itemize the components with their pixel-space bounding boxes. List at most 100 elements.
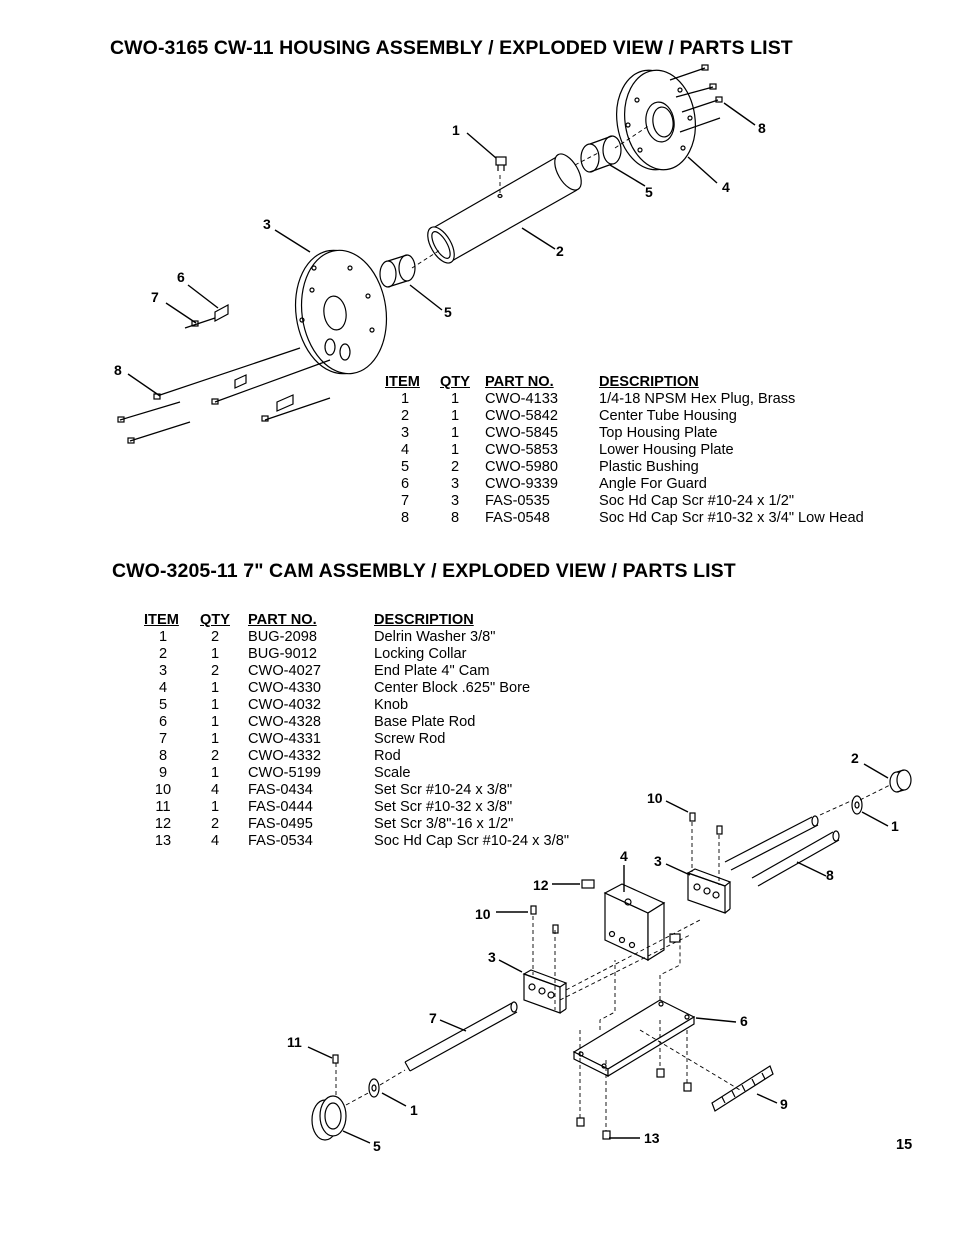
screws-item-8-left xyxy=(117,347,331,444)
callout-3-upper: 3 xyxy=(654,853,662,869)
part-number: CWO-5853 xyxy=(485,441,558,458)
housing-parts-header-row: ITEM QTY PART NO. DESCRIPTION xyxy=(385,373,864,390)
callout-4: 4 xyxy=(620,848,628,864)
quantity: 1 xyxy=(450,390,460,407)
quantity: 8 xyxy=(450,509,460,526)
description: Soc Hd Cap Scr #10-24 x 3/8" xyxy=(374,832,569,849)
header-part-no: PART NO. xyxy=(248,611,317,628)
description: End Plate 4" Cam xyxy=(374,662,490,679)
item-number: 10 xyxy=(154,781,172,798)
quantity: 4 xyxy=(210,781,220,798)
item-number: 7 xyxy=(158,730,168,747)
callout-1: 1 xyxy=(452,122,460,138)
quantity: 1 xyxy=(210,764,220,781)
callout-6: 6 xyxy=(177,269,185,285)
quantity: 1 xyxy=(210,696,220,713)
part-number: FAS-0548 xyxy=(485,509,550,526)
callout-6: 6 xyxy=(740,1013,748,1029)
header-description: DESCRIPTION xyxy=(374,611,474,628)
item-number: 3 xyxy=(158,662,168,679)
plastic-bushing-upper-drawing xyxy=(580,135,622,173)
delrin-washer-upper-drawing xyxy=(851,795,863,815)
callout-3-lower: 3 xyxy=(488,949,496,965)
quantity: 3 xyxy=(450,492,460,509)
quantity: 2 xyxy=(450,458,460,475)
quantity: 1 xyxy=(210,798,220,815)
callout-7: 7 xyxy=(429,1010,437,1026)
quantity: 2 xyxy=(210,662,220,679)
description: Top Housing Plate xyxy=(599,424,718,441)
description: Set Scr #10-24 x 3/8" xyxy=(374,781,513,798)
description: Delrin Washer 3/8" xyxy=(374,628,496,645)
description: Soc Hd Cap Scr #10-32 x 3/4" Low Head xyxy=(599,509,864,526)
rods-drawing xyxy=(724,815,840,887)
description: Soc Hd Cap Scr #10-24 x 1/2" xyxy=(599,492,794,509)
center-block-drawing xyxy=(603,883,666,962)
part-number: CWO-5842 xyxy=(485,407,558,424)
item-number: 12 xyxy=(154,815,172,832)
callout-13: 13 xyxy=(644,1130,660,1146)
part-number: CWO-4330 xyxy=(248,679,321,696)
description: Base Plate Rod xyxy=(374,713,476,730)
plastic-bushing-lower-drawing xyxy=(379,254,416,288)
part-number: FAS-0534 xyxy=(248,832,313,849)
callout-1-upper: 1 xyxy=(891,818,899,834)
part-number: CWO-5199 xyxy=(248,764,321,781)
item-number: 2 xyxy=(400,407,410,424)
callout-8: 8 xyxy=(826,867,834,883)
item-number: 8 xyxy=(158,747,168,764)
description: Center Block .625" Bore xyxy=(374,679,531,696)
set-screw-item-12-drawing xyxy=(581,879,681,943)
item-number: 8 xyxy=(400,509,410,526)
item-number: 1 xyxy=(400,390,410,407)
part-number: CWO-4027 xyxy=(248,662,321,679)
end-plate-lower-drawing xyxy=(522,969,568,1014)
part-number: CWO-4032 xyxy=(248,696,321,713)
quantity: 2 xyxy=(210,628,220,645)
description: Locking Collar xyxy=(374,645,467,662)
cam-parts-header-row: ITEM QTY PART NO. DESCRIPTION xyxy=(144,611,569,628)
quantity: 2 xyxy=(210,815,220,832)
quantity: 1 xyxy=(450,441,460,458)
screws-item-7 xyxy=(184,317,216,329)
part-number: CWO-5845 xyxy=(485,424,558,441)
part-number: CWO-4133 xyxy=(485,390,558,407)
part-number: CWO-5980 xyxy=(485,458,558,475)
quantity: 1 xyxy=(450,424,460,441)
quantity: 3 xyxy=(450,475,460,492)
callout-1-lower: 1 xyxy=(410,1102,418,1118)
description: Set Scr #10-32 x 3/8" xyxy=(374,798,513,815)
callout-5-lower: 5 xyxy=(444,304,452,320)
callout-10-upper: 10 xyxy=(647,790,663,806)
part-number: FAS-0495 xyxy=(248,815,313,832)
header-item: ITEM xyxy=(144,611,179,628)
housing-assembly-title: CWO-3165 CW-11 HOUSING ASSEMBLY / EXPLOD… xyxy=(110,37,793,59)
part-number: FAS-0535 xyxy=(485,492,550,509)
cap-screws-item-13-drawing xyxy=(576,1068,692,1140)
quantity: 2 xyxy=(210,747,220,764)
header-qty: QTY xyxy=(200,611,230,628)
screw-rod-drawing xyxy=(404,1001,518,1072)
center-tube-housing-drawing xyxy=(427,153,582,264)
header-part-no: PART NO. xyxy=(485,373,554,390)
part-number: CWO-4331 xyxy=(248,730,321,747)
description: Screw Rod xyxy=(374,730,446,747)
callout-8-left: 8 xyxy=(114,362,122,378)
item-number: 4 xyxy=(400,441,410,458)
lower-housing-plate-drawing xyxy=(616,69,696,171)
delrin-washer-lower-drawing xyxy=(368,1078,380,1098)
hex-plug-drawing xyxy=(495,156,507,171)
callout-5: 5 xyxy=(373,1138,381,1154)
locking-collar-drawing xyxy=(889,769,912,793)
